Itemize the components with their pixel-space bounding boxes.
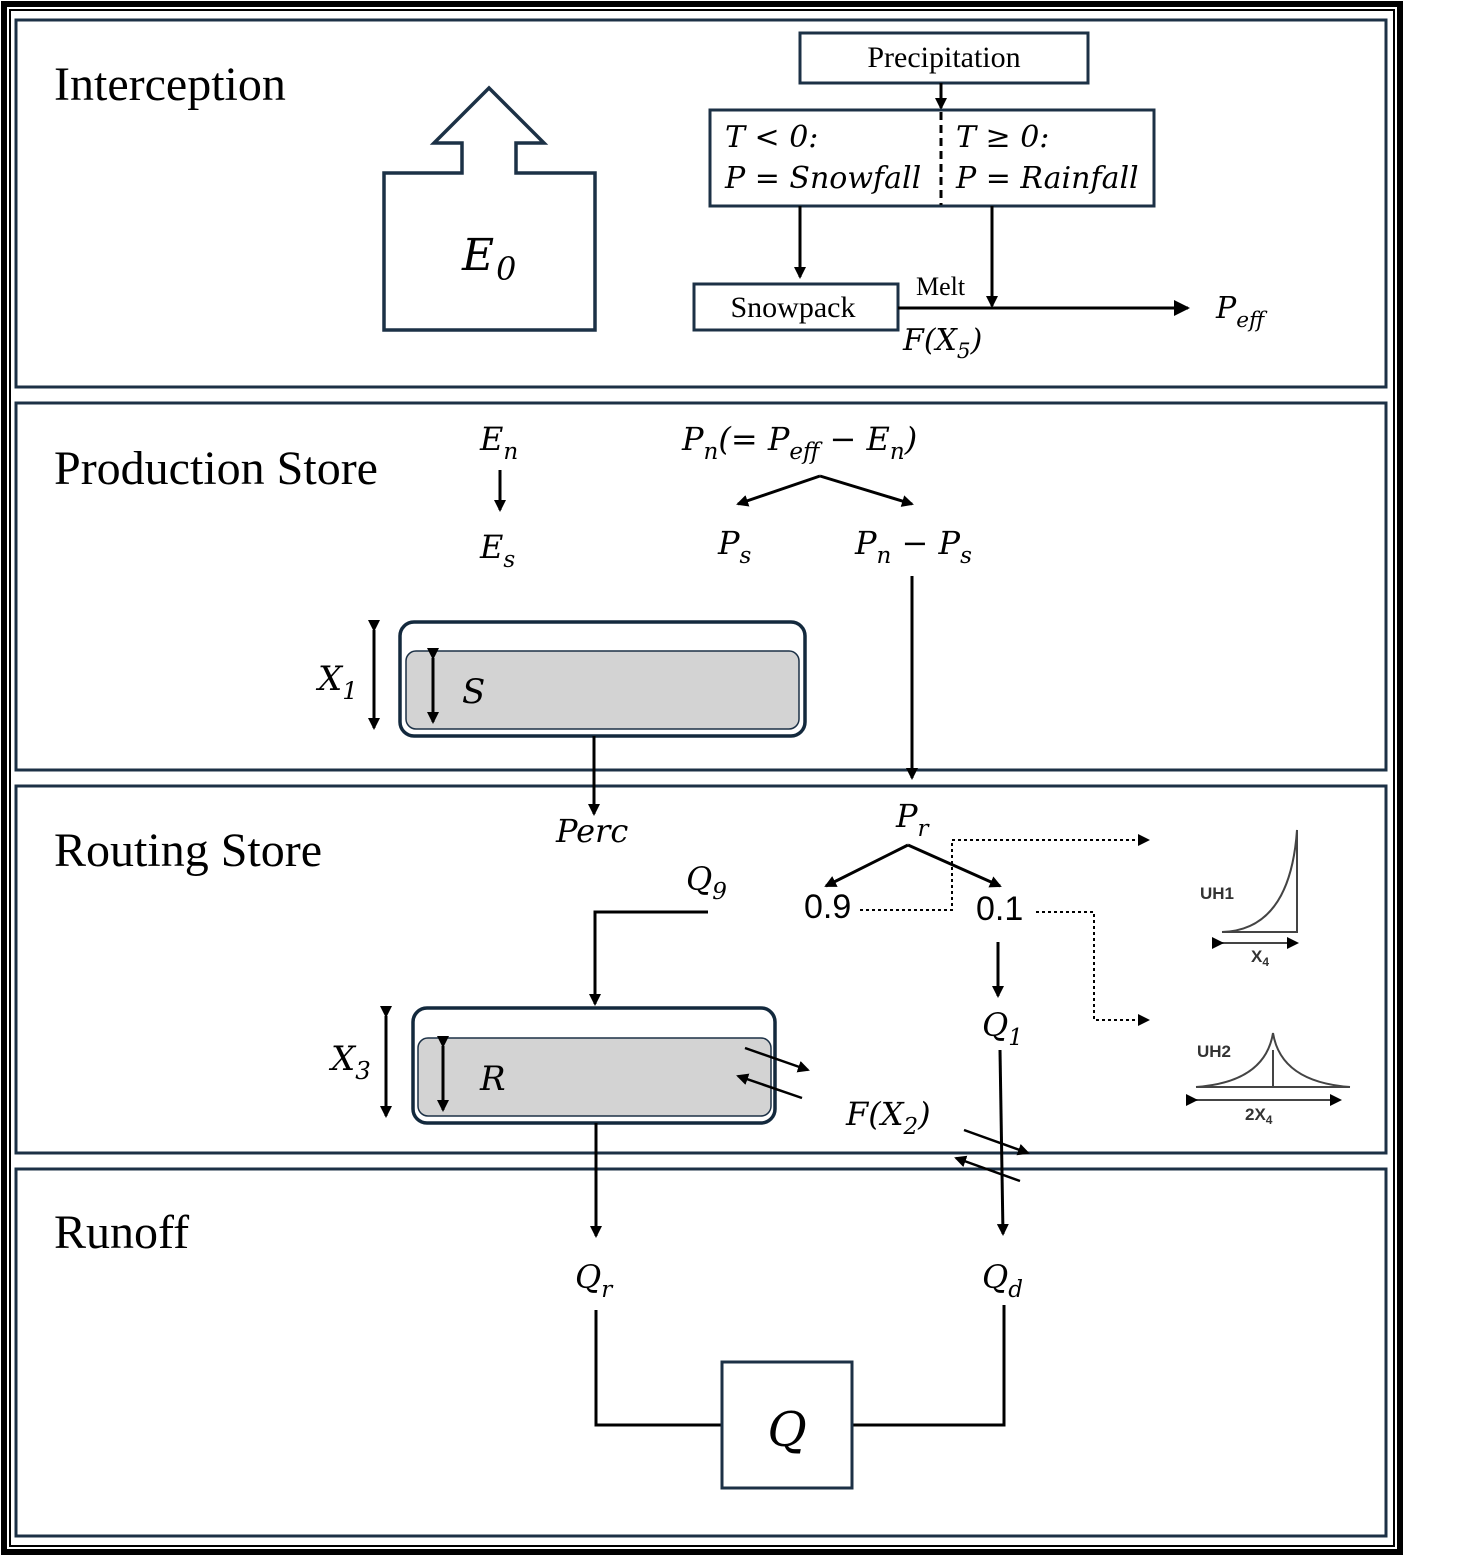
temperature-condition-box [708, 108, 1156, 208]
outer-frame [1, 1, 1403, 1555]
peff-label: Peff [1215, 291, 1268, 333]
melt-label: Melt [916, 272, 966, 301]
snowpack-label: Snowpack [731, 291, 856, 324]
uh1-curve [1221, 829, 1298, 933]
total-runoff-box [720, 1360, 854, 1490]
pn-minus-ps-label: Pn − Ps [854, 524, 972, 569]
routing-panel [14, 784, 1388, 1155]
x3-label: X3 [328, 1039, 371, 1085]
evap-e0-label: E0 [461, 230, 516, 288]
runoff-panel [14, 1167, 1388, 1538]
routing-store-title: Routing Store [54, 824, 322, 877]
cold-condition-label: T < 0: [725, 120, 818, 155]
ps-label: Ps [717, 524, 752, 569]
q9-to-routing-arrow [589, 910, 708, 1006]
uh1-dotted-path [860, 834, 1150, 911]
pn-to-remainder-arrow [819, 474, 914, 507]
pn-equation-label: Pn(= Peff − En) [681, 420, 917, 465]
evaporation-house-shape [382, 85, 597, 332]
pr-label: Pr [895, 797, 931, 842]
en-label: En [479, 420, 518, 465]
es-label: Es [479, 528, 515, 573]
qd-to-q-line [852, 1305, 1006, 1427]
production-store-level [405, 650, 800, 730]
uh1-base-label: X4 [1251, 947, 1269, 969]
snowfall-label: P = Snowfall [724, 161, 921, 196]
split-01-label: 0.1 [976, 890, 1023, 928]
qd-label: Qd [982, 1258, 1023, 1303]
pn-to-ps-arrow [736, 474, 821, 507]
uh1-label: UH1 [1200, 884, 1234, 903]
inner-frame [9, 9, 1395, 1547]
uh2-curve [1195, 1032, 1351, 1088]
exchange-in-arrow [736, 1073, 803, 1100]
uh2-base-label: 2X4 [1245, 1105, 1273, 1127]
production-store-title: Production Store [54, 442, 378, 495]
r-label: R [479, 1059, 506, 1099]
pr-to-01-arrow [907, 843, 1002, 888]
precipitation-label: Precipitation [867, 41, 1020, 74]
q-total-label: Q [767, 1402, 806, 1458]
rainfall-label: P = Rainfall [955, 161, 1139, 196]
qr-label: Qr [575, 1258, 614, 1303]
precipitation-box [798, 31, 1090, 85]
production-panel [14, 401, 1388, 772]
exchange-out-arrow [744, 1046, 810, 1073]
q9-label: Q9 [686, 860, 727, 905]
exchange-direct-out-arrow [963, 1128, 1030, 1156]
qr-to-q-line [594, 1310, 722, 1427]
warm-condition-label: T ≥ 0: [956, 120, 1049, 155]
exchange-direct-in-arrow [954, 1155, 1021, 1183]
perc-label: Perc [555, 812, 628, 850]
split-09-label: 0.9 [804, 888, 851, 926]
runoff-title: Runoff [54, 1206, 189, 1259]
q1-label: Q1 [982, 1006, 1023, 1051]
exchange-function-label: F(X2) [845, 1095, 931, 1140]
interception-panel [14, 18, 1388, 389]
q1-to-qd-arrow [996, 1049, 1009, 1236]
melt-function-label: F(X5) [902, 323, 982, 364]
interception-title: Interception [54, 58, 286, 111]
routing-store-level [417, 1037, 772, 1117]
uh2-dotted-path [1036, 911, 1150, 1026]
x1-label: X1 [315, 659, 358, 705]
pr-to-09-arrow [824, 843, 909, 888]
uh2-label: UH2 [1197, 1042, 1231, 1061]
s-label: S [462, 672, 485, 712]
